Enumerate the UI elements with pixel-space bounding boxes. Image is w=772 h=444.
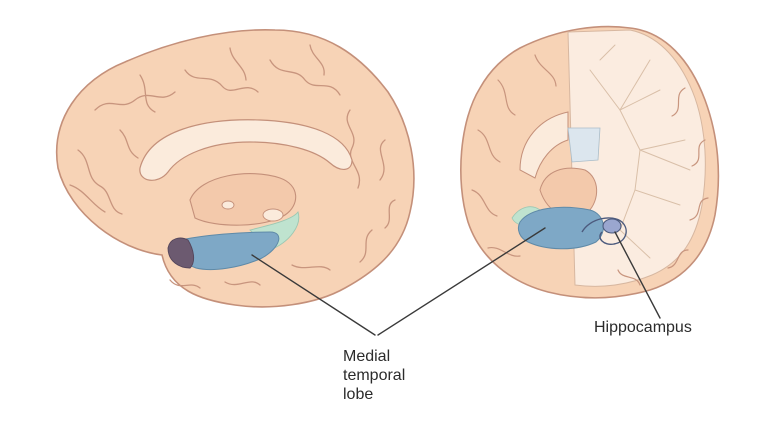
coronal-gyri xyxy=(471,54,709,286)
medial-temporal-lobe-label: Medial temporal lobe xyxy=(343,347,405,404)
hippocampus-outline xyxy=(581,217,627,246)
medial-temporal-lobe-coronal xyxy=(517,206,604,250)
hippocampus-label: Hippocampus xyxy=(594,319,692,336)
leader-lines xyxy=(251,227,661,336)
coronal-brain-view xyxy=(460,25,720,299)
label-line: temporal xyxy=(343,367,406,384)
lateral-ventricle xyxy=(519,111,569,179)
hippocampus xyxy=(602,218,622,234)
small-structure xyxy=(262,208,284,222)
leader-line-coronal xyxy=(377,227,546,336)
caudate-region xyxy=(567,127,601,163)
sagittal-gyri xyxy=(69,44,396,289)
sagittal-brain-view xyxy=(56,29,415,308)
label-line: Medial xyxy=(343,348,391,365)
leader-line-sagittal xyxy=(251,254,376,336)
corpus-callosum xyxy=(139,119,353,181)
small-structure xyxy=(221,200,235,210)
leader-line-hippocampus xyxy=(614,231,661,319)
entorhinal-cortex xyxy=(167,237,195,269)
label-line: lobe xyxy=(343,386,374,403)
